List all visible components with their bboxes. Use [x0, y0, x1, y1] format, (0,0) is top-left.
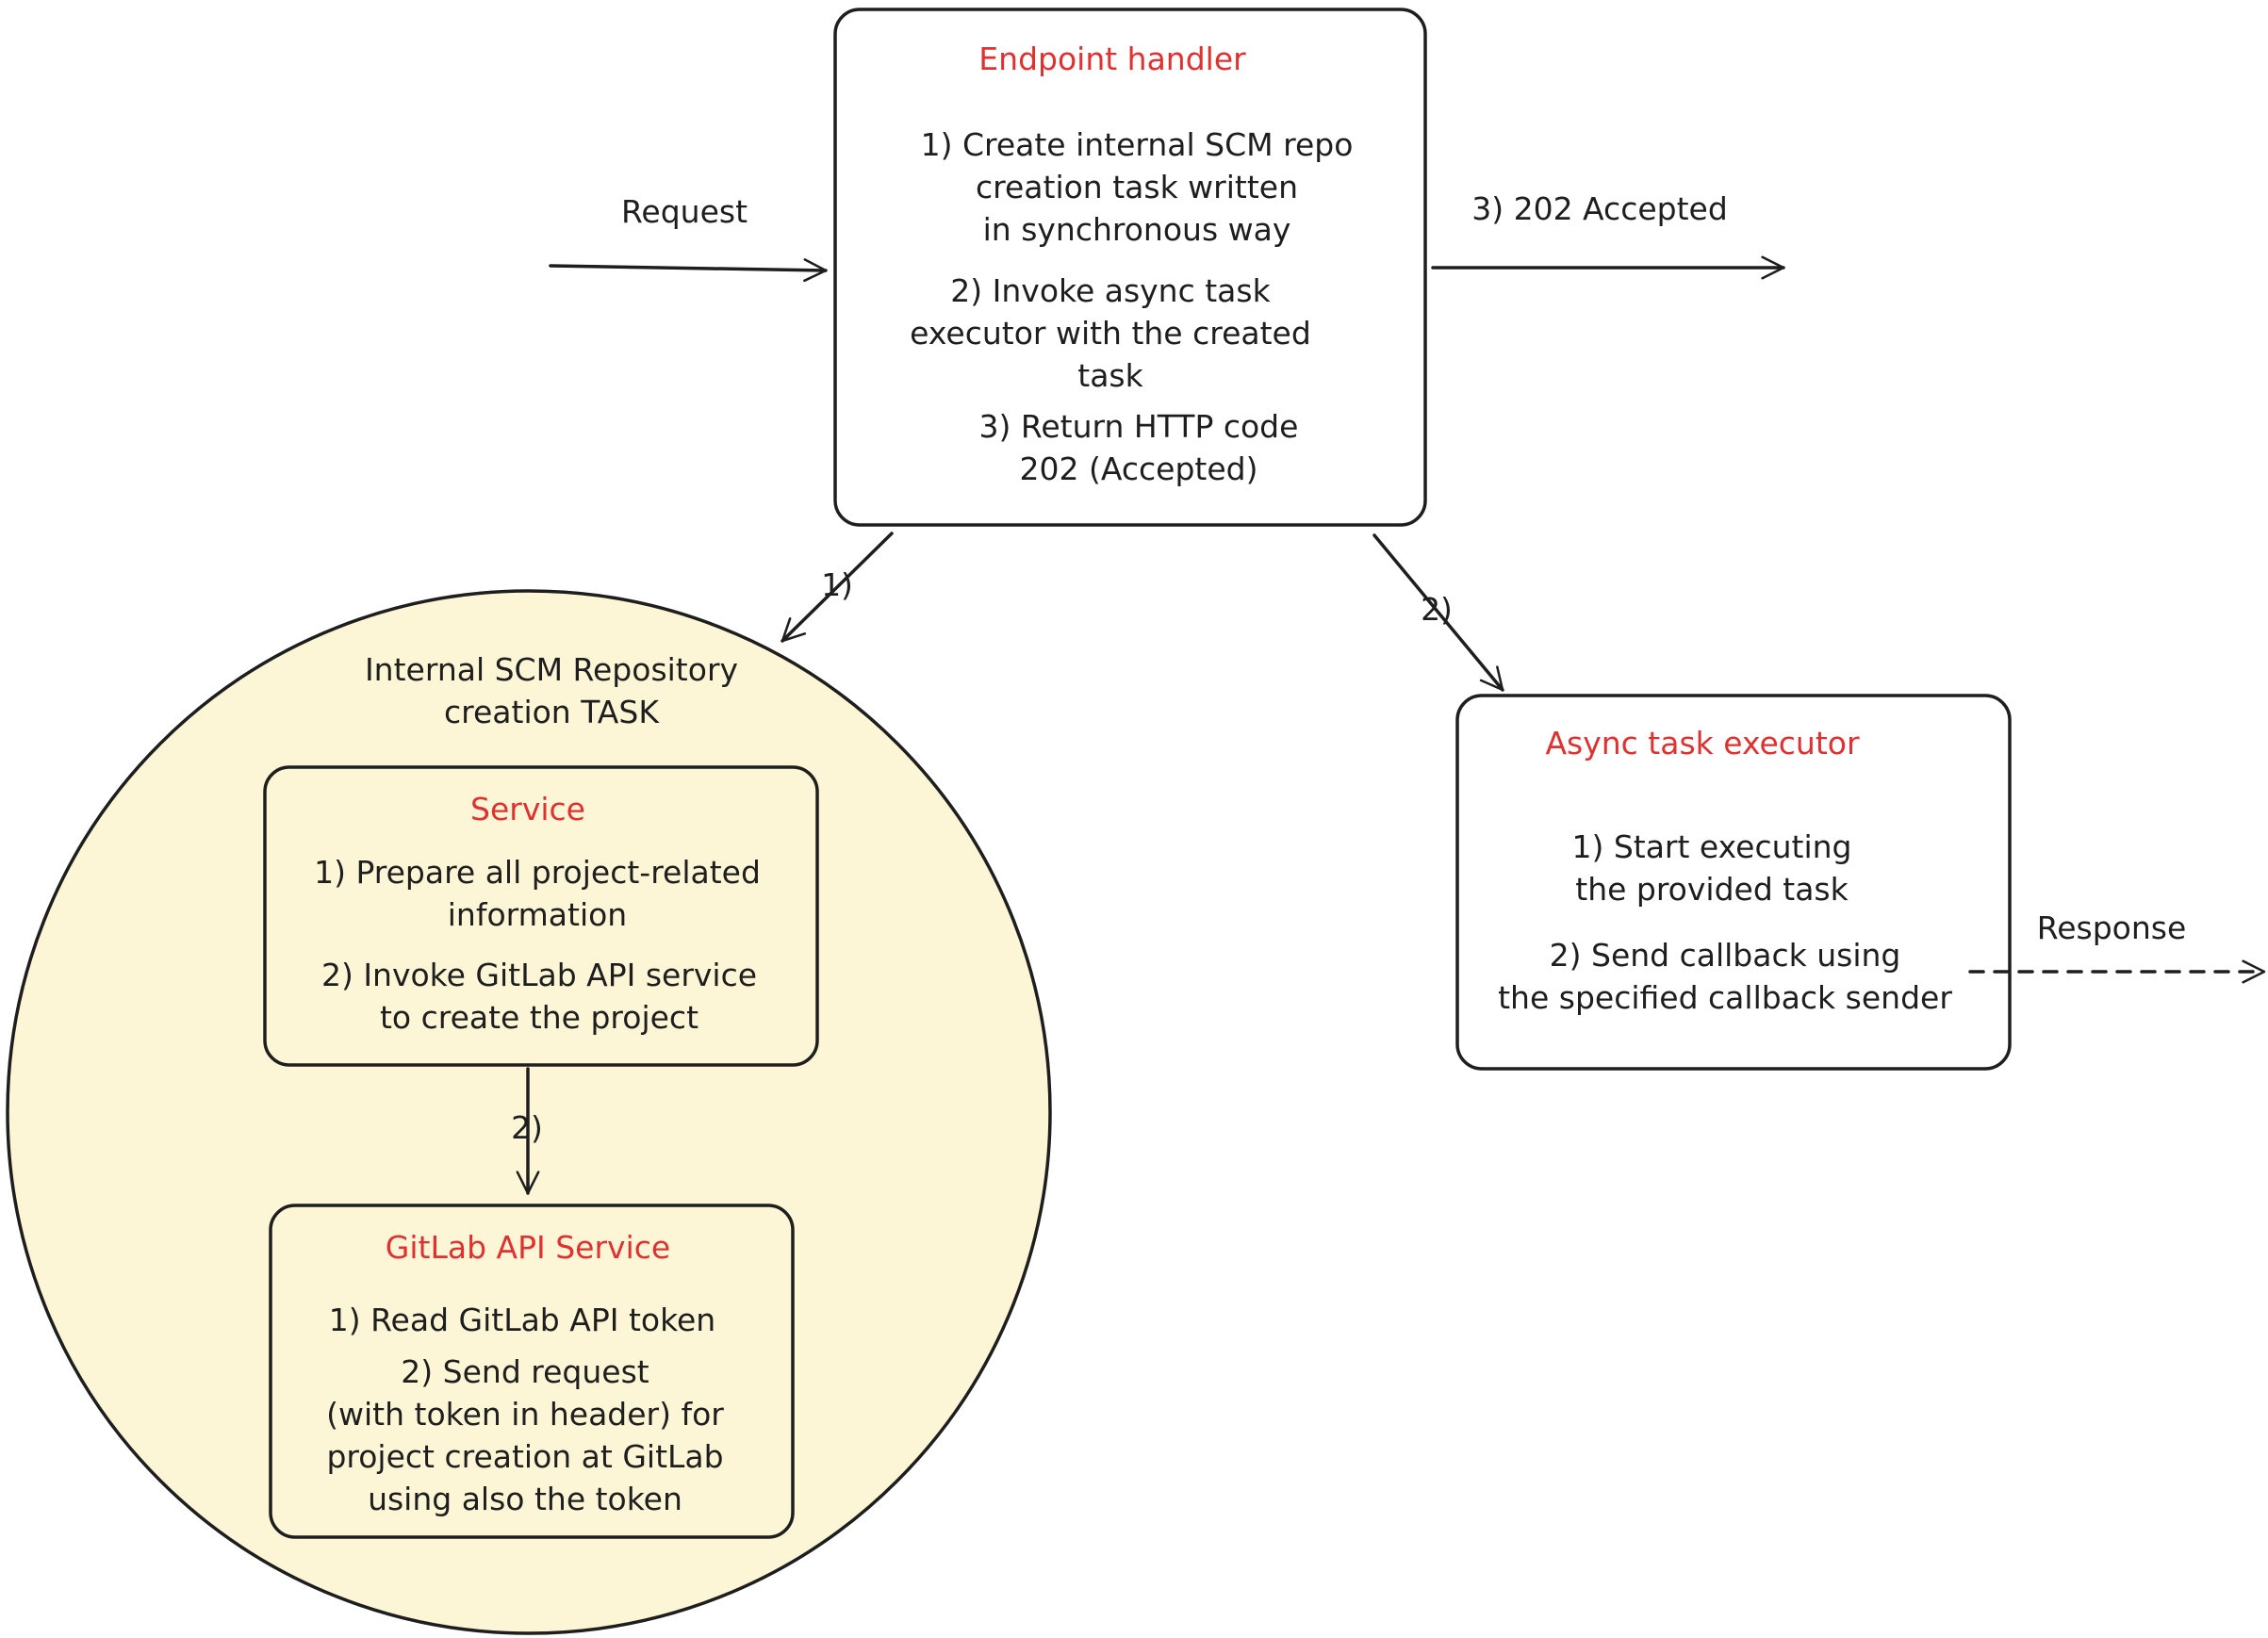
endpoint-step1-line2: creation task written	[976, 169, 1298, 205]
service-step2-line1: 2) Invoke GitLab API service	[321, 957, 757, 993]
edge-service-gitlab-label: 2)	[511, 1109, 543, 1146]
endpoint-step1-line1: 1) Create internal SCM repo	[921, 126, 1354, 163]
accepted-label: 3) 202 Accepted	[1471, 190, 1728, 227]
service-box: Service 1) Prepare all project-related i…	[263, 765, 819, 1067]
async-step1-line1: 1) Start executing	[1571, 828, 1851, 865]
edge-handler-to-executor	[1372, 533, 1504, 692]
service-step1-line1: 1) Prepare all project-related	[314, 854, 761, 891]
async-step2-line2: the specified callback sender	[1498, 979, 1952, 1016]
service-title: Service	[470, 791, 585, 827]
endpoint-step2-line1: 2) Invoke async task	[950, 272, 1271, 309]
response-label: Response	[2037, 909, 2187, 946]
endpoint-step3-line1: 3) Return HTTP code	[979, 408, 1299, 445]
gitlab-step1-line1: 1) Read GitLab API token	[329, 1302, 715, 1338]
task-circle: Internal SCM Repository creation TASK Se…	[6, 589, 1052, 1635]
async-executor-box: Async task executor 1) Start executing t…	[1455, 694, 2012, 1071]
endpoint-step2-line3: task	[1077, 357, 1143, 394]
gitlab-step2-line2: (with token in header) for	[326, 1396, 724, 1433]
endpoint-step1-line3: in synchronous way	[983, 211, 1291, 248]
async-step1-line2: the provided task	[1575, 871, 1849, 908]
async-step2-line1: 2) Send callback using	[1550, 937, 1901, 974]
service-step1-line2: information	[448, 896, 627, 933]
edge-1-label: 1)	[821, 566, 853, 603]
endpoint-step3-line2: 202 (Accepted)	[1020, 450, 1258, 487]
request-arrow	[549, 258, 828, 283]
gitlab-step2-line1: 2) Send request	[401, 1353, 649, 1390]
request-label: Request	[621, 193, 748, 230]
service-step2-line2: to create the project	[380, 999, 698, 1036]
task-circle-title-line1: Internal SCM Repository	[365, 651, 738, 688]
gitlab-service-title: GitLab API Service	[386, 1229, 670, 1266]
edge-handler-to-task	[781, 532, 894, 643]
gitlab-step2-line3: project creation at GitLab	[326, 1438, 723, 1475]
task-circle-title-line2: creation TASK	[444, 694, 660, 730]
endpoint-step2-line2: executor with the created	[910, 315, 1311, 352]
async-executor-title: Async task executor	[1545, 725, 1860, 762]
gitlab-api-service-box: GitLab API Service 1) Read GitLab API to…	[269, 1204, 795, 1539]
endpoint-handler-box: Endpoint handler 1) Create internal SCM …	[833, 8, 1427, 527]
edge-2-label: 2)	[1421, 591, 1453, 628]
endpoint-handler-title: Endpoint handler	[978, 41, 1246, 77]
gitlab-step2-line4: using also the token	[368, 1481, 682, 1517]
